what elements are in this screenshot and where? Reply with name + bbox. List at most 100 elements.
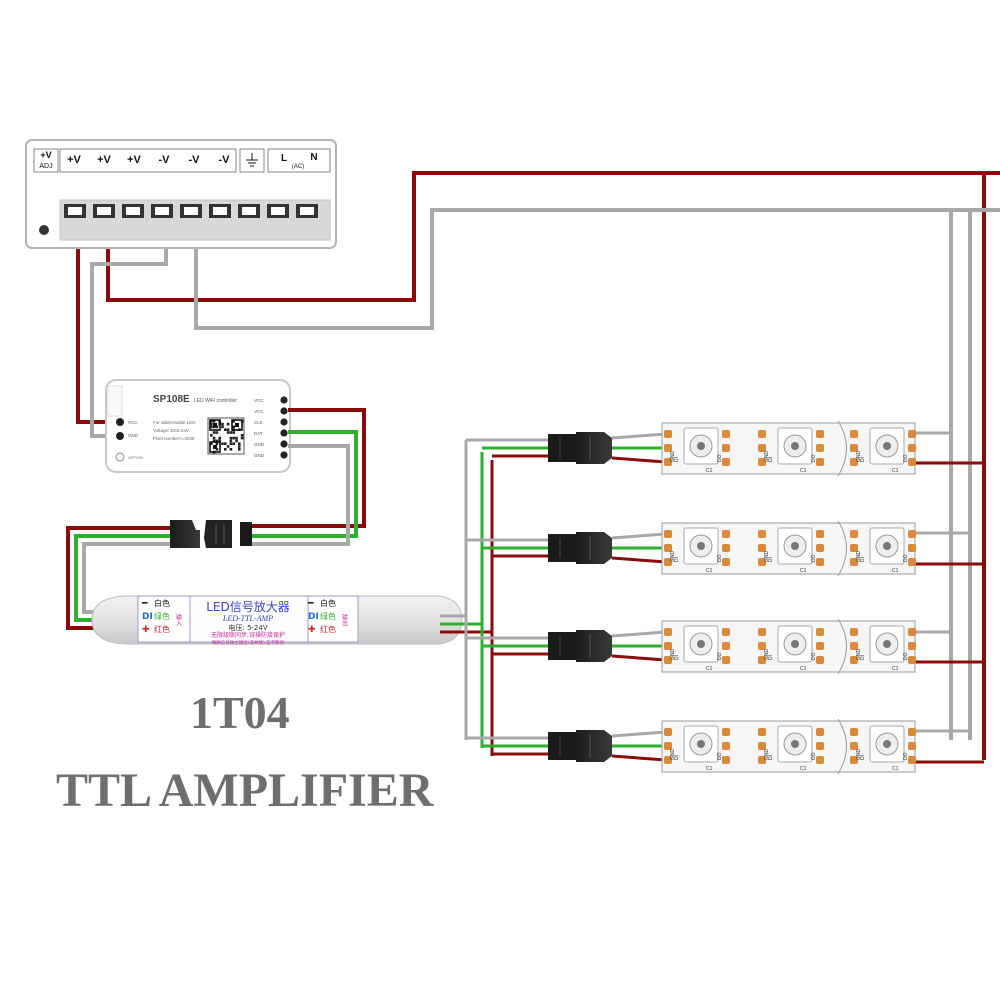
- strip-pad-label: DI: [674, 655, 680, 660]
- strip-cap-label: C1: [706, 468, 713, 474]
- amp-output-wires: [440, 440, 494, 756]
- strip-pad-label: DI: [674, 557, 680, 562]
- right-side-text: 输出: [341, 613, 348, 627]
- strip-pad-label: GND: [764, 551, 770, 563]
- jst-connector[interactable]: [548, 432, 612, 464]
- right-wire-label: 白色: [320, 598, 336, 608]
- controller-right-pin: DAT: [254, 431, 263, 436]
- psu-adj-top: +V: [40, 150, 51, 160]
- strip-cap-label: C1: [892, 468, 899, 474]
- strip-cap-label: C1: [800, 468, 807, 474]
- strip-cap-label: C1: [892, 766, 899, 772]
- left-marker: DI: [142, 612, 153, 622]
- strip-pad-label: DI: [860, 557, 866, 562]
- strip-pad-label: DO: [903, 752, 909, 760]
- controller-right-pin: GND: [254, 442, 265, 447]
- strip-pad-label: DI: [768, 655, 774, 660]
- strip-cap-label: C1: [706, 766, 713, 772]
- gray-bus-wire: [194, 208, 1000, 330]
- left-wire-label: 红色: [154, 624, 170, 634]
- left-marker: ✚: [142, 625, 150, 635]
- right-wire-label: 绿色: [320, 611, 336, 621]
- right-marker: ━: [307, 599, 314, 609]
- psu-terminal-label: +V: [97, 154, 111, 166]
- strip-pad-label: DI: [674, 755, 680, 760]
- psu-terminal-label: +V: [127, 154, 141, 166]
- strip-pad-label: DO: [717, 454, 723, 462]
- controller-line-2: Voltage: DC5-24V: [153, 428, 189, 433]
- strip-pad-label: DO: [903, 454, 909, 462]
- strip-pad-label: DI: [674, 457, 680, 462]
- controller-right-pin: VCC: [254, 398, 264, 403]
- strip-cap-label: C1: [892, 666, 899, 672]
- strip-pad-label: GND: [670, 649, 676, 661]
- strip-pad-label: DO: [717, 652, 723, 660]
- strip-pad-label: DI: [860, 655, 866, 660]
- amp-title-en: LED-TTL-AMP: [222, 614, 273, 623]
- product-label: TTL AMPLIFIER: [56, 764, 434, 817]
- strip-pad-label: GND: [670, 551, 676, 563]
- red-bus-wire: [106, 171, 1000, 302]
- strip-pad-label: GND: [764, 649, 770, 661]
- wifi-controller: SP108E LED WiFi controller For addressab…: [105, 379, 291, 473]
- amp-line-2: 每路信号独立输出(非并联),互不影响: [212, 639, 285, 646]
- app-on-button[interactable]: [115, 452, 125, 462]
- controller-bottom-label: APP/ON: [128, 455, 143, 460]
- strip-end-wires: [915, 431, 984, 764]
- strip-pad-label: DO: [811, 454, 817, 462]
- strip-cap-label: C1: [800, 666, 807, 672]
- strip-pad-label: DI: [768, 755, 774, 760]
- psu-l-label: L: [281, 153, 287, 164]
- amp-line-1: 无限级联同步,误操防接保护: [211, 631, 285, 639]
- controller-line-1: For addressable LED: [153, 420, 196, 425]
- controller-model: SP108E: [153, 394, 190, 405]
- strip-cap-label: C1: [800, 568, 807, 574]
- strip-pad-label: DO: [717, 554, 723, 562]
- psu-terminal-label: -V: [189, 154, 201, 166]
- strip-pad-label: GND: [856, 649, 862, 661]
- controller-left-pin-gnd: GND: [128, 433, 139, 438]
- strip-cap-label: C1: [800, 766, 807, 772]
- jst-connector[interactable]: [548, 532, 612, 564]
- right-wire-label: 红色: [320, 624, 336, 634]
- psu-terminal-label: +V: [67, 154, 81, 166]
- strip-pad-label: GND: [764, 749, 770, 761]
- psu-ac-label: (AC): [292, 164, 304, 170]
- strip-cap-label: C1: [706, 666, 713, 672]
- controller-amp-wires: [66, 408, 366, 630]
- left-marker: ━: [141, 599, 148, 609]
- strip-pad-label: DO: [811, 652, 817, 660]
- left-wire-label: 白色: [154, 598, 170, 608]
- psu-adj-bottom: ADJ: [39, 163, 52, 170]
- strip-pad-label: DO: [903, 554, 909, 562]
- right-marker: DI: [308, 612, 319, 622]
- strip-pad-label: GND: [670, 749, 676, 761]
- strip-pad-label: GND: [856, 749, 862, 761]
- strip-pad-label: DO: [903, 652, 909, 660]
- power-bus: [106, 171, 1000, 760]
- strip-pad-label: DI: [860, 457, 866, 462]
- controller-right-pin: VCC: [254, 409, 264, 414]
- jst-connector[interactable]: [548, 730, 612, 762]
- left-side-text: 输入: [175, 613, 182, 626]
- strip-pad-label: GND: [670, 451, 676, 463]
- strip-pad-label: DO: [717, 752, 723, 760]
- strip-pad-label: DO: [811, 752, 817, 760]
- jst-connector-input[interactable]: [170, 520, 252, 548]
- amp-voltage: 电压: 5-24V: [228, 623, 267, 632]
- left-wire-label: 绿色: [154, 611, 170, 621]
- strip-pad-label: DI: [860, 755, 866, 760]
- strip-pad-label: DI: [768, 457, 774, 462]
- right-marker: ✚: [308, 625, 316, 635]
- strip-cap-label: C1: [892, 568, 899, 574]
- jst-connector[interactable]: [548, 630, 612, 662]
- psu-controller-wires: [76, 222, 168, 438]
- adjust-knob[interactable]: [39, 225, 49, 235]
- psu-terminal-label: -V: [219, 154, 231, 166]
